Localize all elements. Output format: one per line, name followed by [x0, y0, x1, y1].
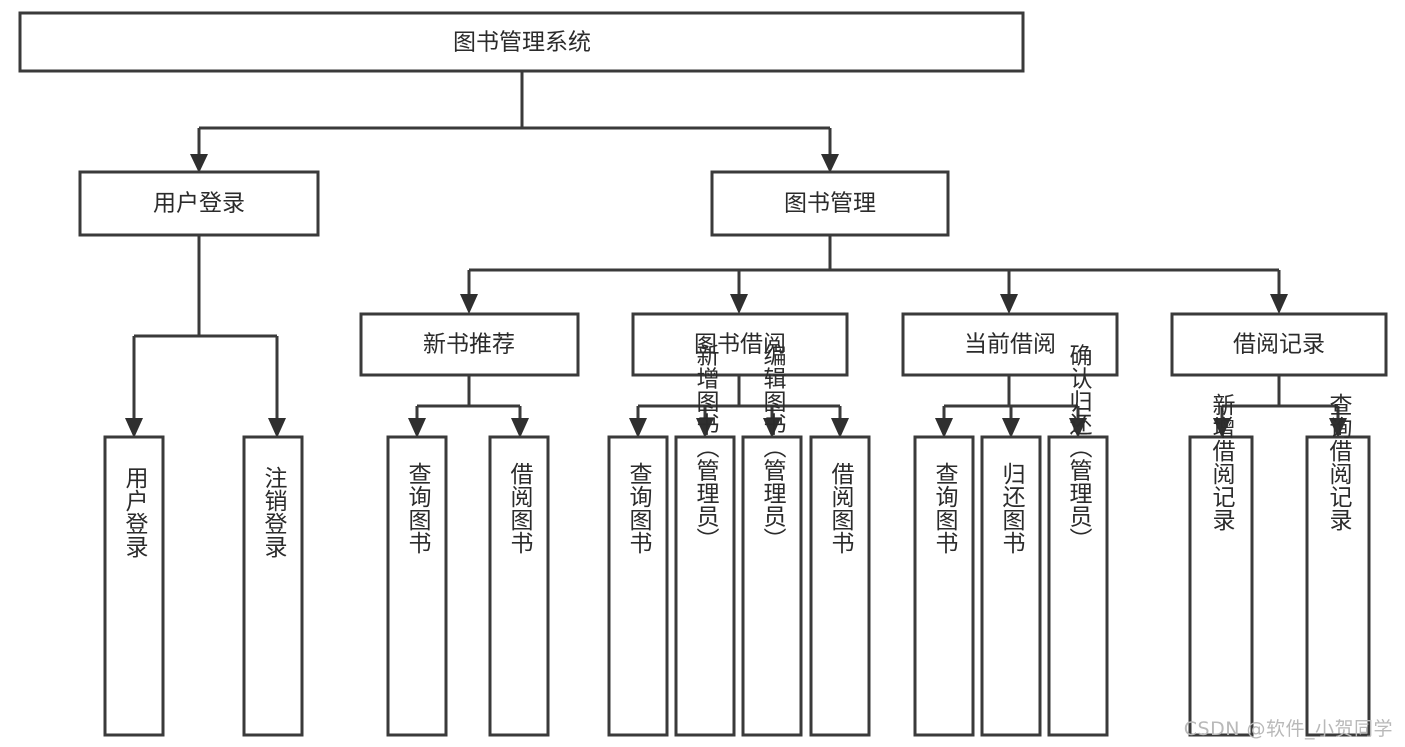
node-root-label: 图书管理系统 [453, 30, 591, 56]
node-borrow-record-label: 借阅记录 [1233, 332, 1325, 358]
arrowhead-leaf-new-book-rec-0 [408, 418, 426, 438]
arrowhead-leaf-book-borrow-0 [629, 418, 647, 438]
leaf-book-borrow-0-label: 查询图书 [625, 462, 653, 554]
leaf-book-borrow-3[interactable]: 借阅图书 [809, 435, 871, 737]
arrowhead-leaf-book-borrow-1 [696, 418, 714, 438]
leaf-user-login-0[interactable]: 用户登录 [103, 435, 165, 737]
node-user-login[interactable]: 用户登录 [78, 170, 320, 237]
leaf-user-login-1-label: 注销登录 [260, 466, 288, 558]
leaf-borrow-record-0[interactable]: 新增借阅记录 [1188, 393, 1254, 737]
node-user-login-box[interactable] [78, 170, 320, 237]
arrowhead-leaf-user-login-0 [125, 418, 143, 438]
leaf-current-borrow-2[interactable]: 确认归还（管理员） [1047, 344, 1109, 737]
connector-layer [125, 71, 1347, 438]
node-current-borrow-box[interactable] [901, 312, 1119, 377]
leaf-book-borrow-2[interactable]: 编辑图书（管理员） [741, 344, 803, 737]
node-borrow-record[interactable]: 借阅记录 [1170, 312, 1388, 377]
leaf-book-borrow-1-box[interactable] [674, 435, 736, 737]
leaf-current-borrow-2-box[interactable] [1047, 435, 1109, 737]
arrowhead-leaf-current-borrow-0 [935, 418, 953, 438]
node-root[interactable]: 图书管理系统 [18, 11, 1025, 73]
arrowhead-leaf-current-borrow-1 [1002, 418, 1020, 438]
arrowhead-leaf-current-borrow-2 [1069, 418, 1087, 438]
leaf-borrow-record-1-box[interactable] [1305, 435, 1371, 737]
leaf-user-login-1[interactable]: 注销登录 [242, 435, 304, 737]
leaf-new-book-rec-1-box[interactable] [488, 435, 550, 737]
leaf-user-login-0-label: 用户登录 [121, 466, 149, 558]
node-borrow-record-box[interactable] [1170, 312, 1388, 377]
leaf-book-borrow-3-box[interactable] [809, 435, 871, 737]
node-root-box[interactable] [18, 11, 1025, 73]
leaf-borrow-record-0-label: 新增借阅记录 [1208, 393, 1236, 531]
leaf-current-borrow-0[interactable]: 查询图书 [913, 435, 975, 737]
arrowhead-leaf-book-borrow-2 [763, 418, 781, 438]
leaf-borrow-record-1[interactable]: 查询借阅记录 [1305, 393, 1371, 737]
leaf-new-book-rec-0[interactable]: 查询图书 [386, 435, 448, 737]
node-book-manage[interactable]: 图书管理 [710, 170, 950, 237]
leaf-current-borrow-1[interactable]: 归还图书 [980, 435, 1042, 737]
leaf-book-borrow-0[interactable]: 查询图书 [607, 435, 669, 737]
arrowhead-leaf-book-borrow-3 [831, 418, 849, 438]
arrowhead-leaf-borrow-record-0 [1213, 418, 1231, 438]
leaf-current-borrow-2-label: 确认归还（管理员） [1065, 344, 1093, 551]
node-book-borrow-label: 图书借阅 [694, 332, 786, 358]
leaf-book-borrow-1-label: 新增图书（管理员） [692, 344, 720, 551]
node-current-borrow[interactable]: 当前借阅 [901, 312, 1119, 377]
leaf-book-borrow-3-label: 借阅图书 [827, 462, 855, 554]
node-book-borrow-box[interactable] [631, 312, 849, 377]
arrowhead-leaf-new-book-rec-1 [511, 418, 529, 438]
leaf-book-borrow-2-box[interactable] [741, 435, 803, 737]
leaf-user-login-0-box[interactable] [103, 435, 165, 737]
leaf-book-borrow-2-label: 编辑图书（管理员） [759, 344, 787, 551]
arrowhead-book-manage [821, 154, 839, 173]
arrowhead-borrow-record [1270, 294, 1288, 314]
leaf-book-borrow-1[interactable]: 新增图书（管理员） [674, 344, 736, 737]
arrowhead-new-book-rec [460, 294, 478, 314]
leaf-new-book-rec-0-label: 查询图书 [404, 462, 432, 554]
arrowhead-current-borrow [1000, 294, 1018, 314]
node-book-manage-label: 图书管理 [784, 191, 876, 217]
leaf-current-borrow-0-box[interactable] [913, 435, 975, 737]
leaf-current-borrow-0-label: 查询图书 [931, 462, 959, 554]
node-new-book-rec-box[interactable] [359, 312, 580, 377]
arrowhead-leaf-borrow-record-1 [1329, 418, 1347, 438]
node-current-borrow-label: 当前借阅 [964, 332, 1056, 358]
leaf-new-book-rec-0-box[interactable] [386, 435, 448, 737]
leaf-current-borrow-1-box[interactable] [980, 435, 1042, 737]
leaf-book-borrow-0-box[interactable] [607, 435, 669, 737]
leaf-current-borrow-1-label: 归还图书 [998, 462, 1026, 554]
leaf-borrow-record-0-box[interactable] [1188, 435, 1254, 737]
leaf-user-login-1-box[interactable] [242, 435, 304, 737]
arrowhead-leaf-user-login-1 [268, 418, 286, 438]
node-new-book-rec[interactable]: 新书推荐 [359, 312, 580, 377]
leaf-new-book-rec-1-label: 借阅图书 [506, 462, 534, 554]
arrowhead-book-borrow [730, 294, 748, 314]
node-user-login-label: 用户登录 [153, 191, 245, 217]
leaf-new-book-rec-1[interactable]: 借阅图书 [488, 435, 550, 737]
node-book-manage-box[interactable] [710, 170, 950, 237]
node-book-borrow[interactable]: 图书借阅 [631, 312, 849, 377]
leaf-borrow-record-1-label: 查询借阅记录 [1325, 393, 1353, 531]
node-new-book-rec-label: 新书推荐 [423, 332, 515, 358]
arrowhead-user-login [190, 154, 208, 173]
